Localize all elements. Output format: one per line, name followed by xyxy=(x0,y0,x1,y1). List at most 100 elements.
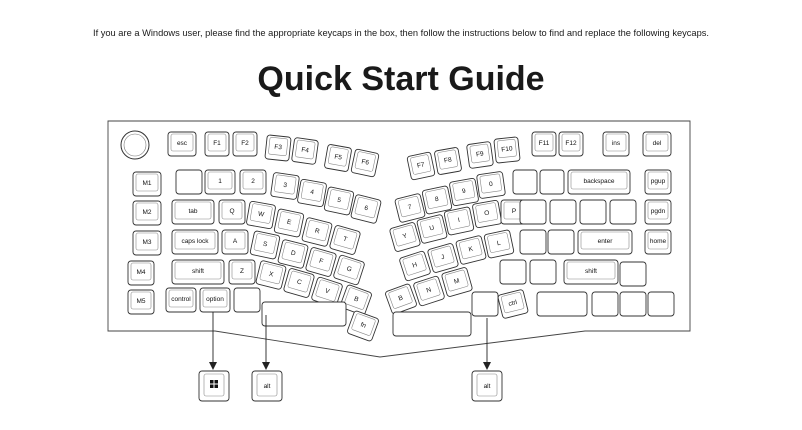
key-label-home: home xyxy=(650,238,667,245)
key-l: L xyxy=(483,229,515,259)
key-label-n1: 1 xyxy=(218,178,222,185)
blank-key-8 xyxy=(547,229,575,255)
key-label-n4: 4 xyxy=(310,189,315,197)
key-label-g: G xyxy=(346,265,353,273)
key-label-y: Y xyxy=(402,232,409,240)
blank-key-13 xyxy=(619,291,647,317)
key-k: K xyxy=(455,235,487,265)
key-rshift: shift xyxy=(563,259,619,285)
blank-key-16 xyxy=(392,311,472,337)
key-option: option xyxy=(199,287,231,313)
key-label-lshift: shift xyxy=(192,268,204,275)
key-label-a: A xyxy=(233,238,238,245)
key-label-f1: F1 xyxy=(213,140,221,147)
key-label-f: F xyxy=(318,258,324,266)
key-label-bb: B xyxy=(398,294,404,302)
key-label-l: L xyxy=(496,240,501,248)
key-label-n6: 6 xyxy=(364,205,370,213)
key-label-i: I xyxy=(457,217,460,224)
key-label-s: S xyxy=(262,241,268,249)
key-f6: F6 xyxy=(350,148,380,178)
key-label-f3: F3 xyxy=(274,144,283,152)
key-e: E xyxy=(273,208,305,238)
key-n0: 0 xyxy=(476,171,506,199)
replacement-key-alt-left: alt xyxy=(251,370,283,402)
alt-left-label: alt xyxy=(264,383,271,390)
key-label-z: Z xyxy=(240,268,244,275)
key-label-n7: 7 xyxy=(407,204,413,212)
key-n5: 5 xyxy=(323,186,355,216)
key-fn: fn xyxy=(347,310,379,342)
key-label-enter: enter xyxy=(598,238,614,245)
key-f7: F7 xyxy=(406,151,436,181)
key-t: T xyxy=(329,225,361,255)
key-label-ctrl: ctrl xyxy=(508,299,519,308)
key-label-e: E xyxy=(286,219,292,227)
key-a: A xyxy=(221,229,249,255)
key-capslock: caps lock xyxy=(171,229,219,255)
key-f5: F5 xyxy=(324,144,352,172)
key-i: I xyxy=(443,206,475,236)
key-h: H xyxy=(399,250,431,282)
key-label-x: X xyxy=(268,271,275,279)
key-label-n5: 5 xyxy=(337,197,342,205)
key-label-m5: M5 xyxy=(136,298,145,305)
key-label-f7: F7 xyxy=(416,161,425,170)
key-s: S xyxy=(249,230,281,260)
key-label-ins: ins xyxy=(612,140,621,147)
key-enter: enter xyxy=(577,229,633,255)
key-m4: M4 xyxy=(127,260,155,286)
alt-right-label: alt xyxy=(484,383,491,390)
key-label-del: del xyxy=(653,140,662,147)
intro-text: If you are a Windows user, please find t… xyxy=(92,28,710,38)
key-label-t: T xyxy=(342,236,348,244)
key-f10: F10 xyxy=(493,136,521,164)
key-label-k: K xyxy=(468,245,475,253)
key-f8: F8 xyxy=(434,147,462,175)
key-label-esc: esc xyxy=(177,140,188,147)
blank-key-9 xyxy=(499,259,527,285)
knob-inner xyxy=(123,133,147,157)
key-f2: F2 xyxy=(232,131,258,157)
key-n6: 6 xyxy=(350,194,382,224)
blank-key-5 xyxy=(579,199,607,225)
key-label-n: N xyxy=(426,286,433,294)
key-f11: F11 xyxy=(531,131,557,157)
key-label-m: M xyxy=(453,277,460,285)
key-q: Q xyxy=(218,199,246,225)
key-label-pgup: pgup xyxy=(651,178,666,185)
key-label-capslock: caps lock xyxy=(181,238,209,245)
key-pgdn: pgdn xyxy=(644,199,672,225)
key-ctrl: ctrl xyxy=(497,289,529,319)
key-label-r: R xyxy=(314,228,321,236)
knob xyxy=(120,130,150,160)
blank-key-15 xyxy=(233,287,261,313)
key-bb: B xyxy=(385,283,417,315)
key-label-f8: F8 xyxy=(444,156,453,164)
key-m5: M5 xyxy=(127,289,155,315)
key-label-f5: F5 xyxy=(334,153,343,161)
blank-key-17 xyxy=(261,301,347,327)
blank-key-14 xyxy=(647,291,675,317)
blank-key-7 xyxy=(519,229,547,255)
key-label-u: U xyxy=(429,224,436,232)
windows-icon xyxy=(210,380,218,388)
key-label-n2: 2 xyxy=(251,178,255,185)
key-g: G xyxy=(333,254,365,286)
key-label-o: O xyxy=(484,210,490,218)
arrow-1 xyxy=(209,362,217,370)
key-m1: M1 xyxy=(132,171,162,197)
blank-key-2 xyxy=(512,169,538,195)
key-n8: 8 xyxy=(421,185,453,215)
key-v: V xyxy=(311,276,343,308)
key-label-option: option xyxy=(206,296,224,303)
key-label-j: J xyxy=(440,254,445,262)
key-label-n3: 3 xyxy=(283,182,288,189)
key-del: del xyxy=(642,131,672,157)
blank-key-18 xyxy=(471,291,499,317)
key-label-f2: F2 xyxy=(241,140,249,147)
key-d: D xyxy=(277,239,309,269)
